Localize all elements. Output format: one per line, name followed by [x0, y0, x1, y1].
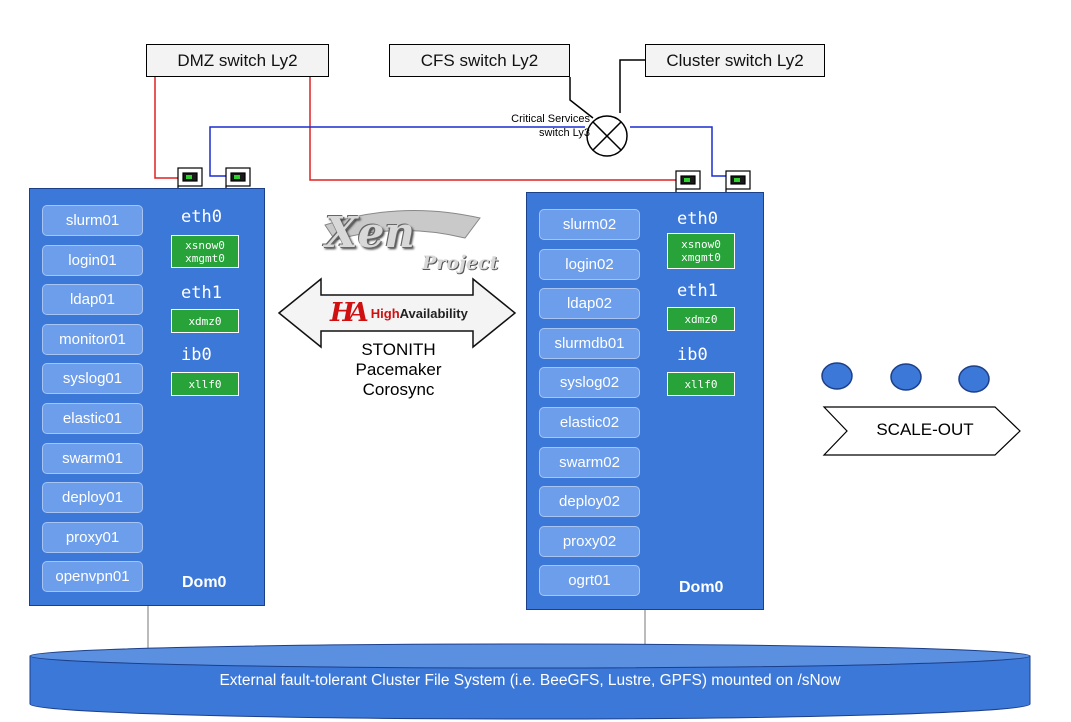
- critical-switch-label: Critical Services switch Ly3: [480, 112, 590, 140]
- eth1-label: eth1: [181, 283, 222, 303]
- nic-icon-right-critical: [725, 170, 751, 195]
- dom0-label: Dom0: [679, 579, 724, 596]
- scaleout-dot-3: [958, 365, 990, 393]
- eth1-box: xdmz0: [667, 307, 735, 331]
- xen-project-logo: Xen Project: [305, 200, 499, 280]
- ib0-value: xllf0: [684, 377, 718, 391]
- critical-link-right: [630, 126, 728, 177]
- ha-availability: Availability: [399, 305, 468, 321]
- vm-item: slurmdb01: [539, 327, 640, 359]
- dmz-switch: DMZ switch Ly2: [146, 44, 329, 77]
- cfs-switch: CFS switch Ly2: [389, 44, 570, 77]
- vm-item: slurm02: [539, 209, 640, 240]
- node-right: slurm02 login02 ldap02 slurmdb01 syslog02 ela…: [526, 192, 764, 610]
- cluster-switch: Cluster switch Ly2: [645, 44, 825, 77]
- vm-item: ldap02: [539, 288, 640, 320]
- vm-item: swarm01: [42, 442, 143, 474]
- vm-item: syslog02: [539, 367, 640, 399]
- vm-item: ogrt01: [539, 565, 640, 597]
- dmz-link-left: [154, 77, 180, 179]
- eth1-value: xdmz0: [684, 312, 718, 326]
- eth0-value-1: xsnow0: [185, 238, 225, 252]
- cfs-switch-label: CFS switch Ly2: [420, 50, 539, 70]
- eth0-label: eth0: [181, 207, 222, 227]
- critical-switch-label-line2: switch Ly3: [539, 127, 590, 139]
- vm-item: proxy01: [42, 521, 143, 553]
- dmz-switch-label: DMZ switch Ly2: [177, 50, 298, 70]
- vm-item: elastic01: [42, 403, 143, 434]
- vm-item: swarm02: [539, 446, 640, 478]
- eth0-box: xsnow0 xmgmt0: [171, 235, 239, 268]
- ha-double-arrow: [277, 277, 517, 349]
- eth0-box: xsnow0 xmgmt0: [667, 233, 735, 269]
- eth0-value-2: xmgmt0: [681, 251, 721, 264]
- vm-item: login02: [539, 248, 640, 280]
- scaleout-label: SCALE-OUT: [876, 420, 974, 439]
- xen-logo-word: Xen: [325, 208, 415, 257]
- xen-logo-icon: [324, 210, 481, 241]
- scaleout-dot-2: [890, 363, 922, 391]
- vm-item: syslog01: [42, 363, 143, 395]
- vm-item: deploy02: [539, 486, 640, 518]
- xen-logo-project: Project: [422, 252, 499, 274]
- scaleout-dot-1: [821, 362, 853, 390]
- ib0-value: xllf0: [188, 377, 222, 391]
- eth0-value-2: xmgmt0: [185, 251, 225, 265]
- ha-high: High: [370, 305, 400, 321]
- ib0-label: ib0: [181, 345, 212, 365]
- vm-item: deploy01: [42, 482, 143, 514]
- eth0-value-1: xsnow0: [681, 238, 721, 251]
- ib0-box: xllf0: [171, 372, 239, 396]
- vm-item: ldap01: [42, 284, 143, 316]
- eth1-label: eth1: [677, 281, 718, 301]
- critical-switch-label-line1: Critical Services: [511, 113, 590, 125]
- critical-switch-icon: [586, 115, 628, 157]
- vm-item: slurm01: [42, 205, 143, 236]
- ha-line-corosync: Corosync: [362, 380, 435, 399]
- vm-item: login01: [42, 244, 143, 276]
- eth1-box: xdmz0: [171, 309, 239, 333]
- cluster-link: [619, 59, 645, 113]
- eth1-value: xdmz0: [188, 314, 222, 328]
- scaleout-arrow: [822, 406, 1021, 456]
- ha-logo: HA High Availability: [330, 296, 470, 330]
- vm-item: proxy02: [539, 525, 640, 557]
- ha-stack-text: STONITH Pacemaker Corosync: [336, 340, 461, 400]
- filesystem-label: External fault-tolerant Cluster File Sys…: [219, 672, 841, 689]
- critical-link-left: [209, 126, 585, 177]
- nic-icon-left-dmz: [177, 167, 203, 192]
- vm-item: openvpn01: [42, 561, 143, 593]
- filesystem-cylinder: [29, 643, 1031, 720]
- scaleout-graphic: [821, 362, 1021, 456]
- ib0-box: xllf0: [667, 372, 735, 396]
- ha-line-pacemaker: Pacemaker: [355, 360, 442, 379]
- dom0-label: Dom0: [182, 574, 227, 591]
- vm-item: elastic02: [539, 407, 640, 438]
- ha-line-stonith: STONITH: [361, 340, 436, 359]
- node-left: slurm01 login01 ldap01 monitor01 syslog01 ela…: [29, 188, 265, 606]
- ib0-label: ib0: [677, 345, 708, 365]
- eth0-label: eth0: [677, 209, 718, 229]
- ha-mark-icon: HA: [330, 298, 369, 328]
- dmz-link-right: [309, 77, 680, 181]
- cfs-link: [569, 77, 594, 119]
- vm-item: monitor01: [42, 323, 143, 355]
- cluster-switch-label: Cluster switch Ly2: [666, 50, 804, 70]
